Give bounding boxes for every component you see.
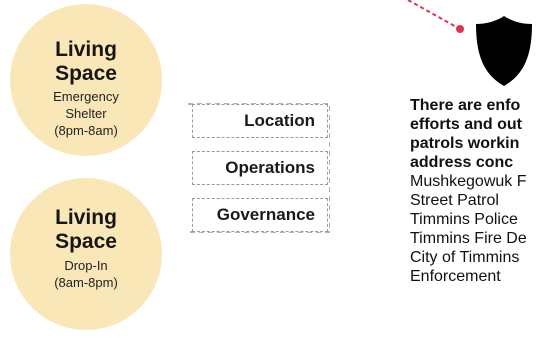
connector-dot	[456, 25, 464, 33]
living-space-shelter-circle: Living Space Emergency Shelter (8pm-8am)	[10, 4, 162, 156]
enforcement-heading-line: patrols workin	[410, 135, 520, 152]
circle-sub-line1: Drop-In	[64, 258, 108, 273]
enforcement-item: Timmins Fire De	[410, 230, 527, 247]
circle-sub-line2: (8am-8pm)	[54, 275, 118, 290]
circle-sub-line3: (8pm-8am)	[54, 123, 118, 138]
circle-title-line1: Living	[55, 38, 117, 61]
enforcement-item: Timmins Police	[410, 211, 518, 228]
enforcement-item: Mushkegowuk F	[410, 173, 527, 190]
circle-title-line2: Space	[55, 62, 117, 85]
enforcement-text: There are enfo efforts and out patrols w…	[410, 96, 541, 286]
enforcement-item: Street Patrol	[410, 192, 499, 209]
enforcement-heading-line: efforts and out	[410, 116, 522, 133]
circle-title-line1: Living	[55, 206, 117, 229]
living-space-dropin-circle: Living Space Drop-In (8am-8pm)	[10, 178, 162, 330]
dimension-governance: Governance	[192, 198, 328, 232]
dimension-operations: Operations	[192, 151, 328, 185]
enforcement-heading-line: There are enfo	[410, 97, 521, 114]
enforcement-item: City of Timmins	[410, 249, 520, 266]
enforcement-item: Enforcement	[410, 268, 501, 285]
shield-icon	[476, 16, 532, 86]
circle-title-line2: Space	[55, 230, 117, 253]
circle-sub-line2: Shelter	[65, 106, 107, 121]
circle-sub-line1: Emergency	[53, 89, 119, 104]
enforcement-heading-line: address conc	[410, 154, 514, 171]
dimension-location: Location	[192, 104, 328, 138]
